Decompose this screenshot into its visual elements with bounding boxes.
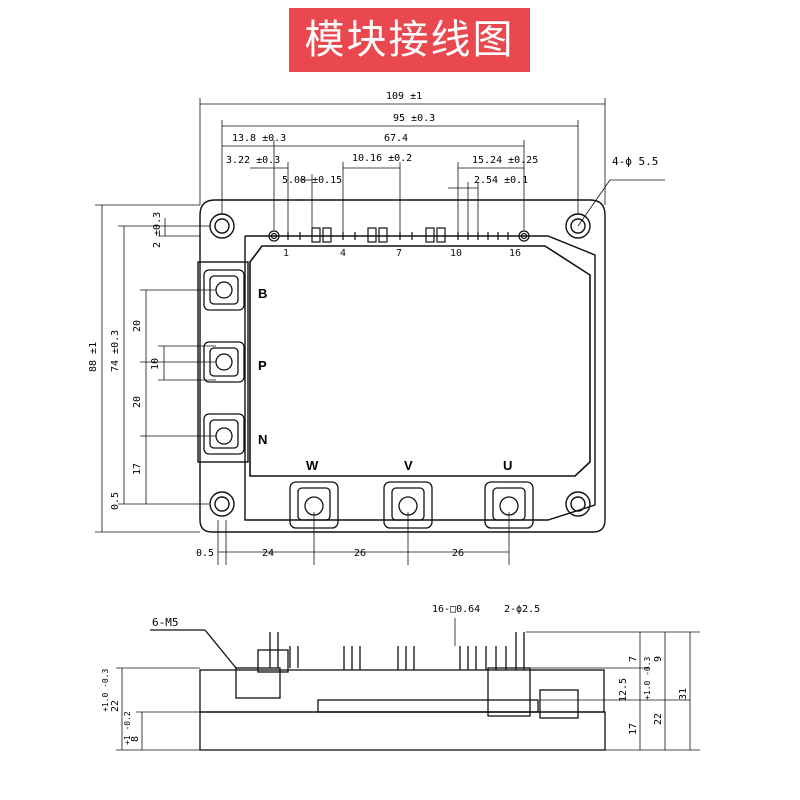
side-view <box>150 629 606 751</box>
side-dim-17: 17 <box>628 723 639 735</box>
dim-pin1-offset: 13.8 ±0.3 <box>232 133 286 144</box>
dim-inner-height: 74 ±0.3 <box>110 330 121 372</box>
signal-pins <box>268 227 530 243</box>
module-frame <box>244 235 596 521</box>
side-tol-22-left: +1.0 -0.3 <box>101 668 110 712</box>
terminal-label-u: U <box>503 458 512 473</box>
dim-overall-width: 109 ±1 <box>386 91 422 102</box>
dim-top-gap: 2 ±0.3 <box>152 212 163 248</box>
dim-pin1-x: 3.22 ±0.3 <box>226 155 280 166</box>
mount-hole-icon <box>209 491 235 517</box>
side-dim-7: 7 <box>628 656 639 662</box>
mount-hole-icon <box>565 491 591 517</box>
side-dim-22-right: 22 <box>653 713 664 725</box>
dim-pin-pitch-b: 2.54 ±0.1 <box>474 175 528 186</box>
dim-overall-height: 88 ±1 <box>88 342 99 372</box>
side-dim-12-5: 12.5 <box>618 678 629 702</box>
dim-mount-pitch: 95 ±0.3 <box>393 113 435 124</box>
dim-offset-05-v: 0.5 <box>110 492 121 510</box>
terminal-label-n: N <box>258 432 267 447</box>
side-dim-9: 9 <box>653 656 664 662</box>
side-pin2-label: 2-ϕ2.5 <box>504 604 540 615</box>
dim-pitch-26b: 26 <box>452 548 464 559</box>
side-pin-label: 16-□0.64 <box>432 604 480 615</box>
mounting-holes <box>209 213 591 517</box>
pin-number: 16 <box>509 248 521 259</box>
terminal-label-v: V <box>404 458 413 473</box>
pin-number: 10 <box>450 248 462 259</box>
side-dim-31: 31 <box>678 688 689 700</box>
side-screw-label: 6-M5 <box>152 616 179 629</box>
side-tol-22-right: +1.0 -0.3 <box>643 656 652 700</box>
side-dimensions <box>116 618 700 751</box>
terminal-label-w: W <box>306 458 319 473</box>
dim-pitch-24: 24 <box>262 548 274 559</box>
dim-pin-group2: 15.24 ±0.25 <box>472 155 538 166</box>
case-body <box>317 699 539 713</box>
dim-pitch-20a: 20 <box>132 320 143 332</box>
terminal-label-p: P <box>258 358 267 373</box>
module-outline <box>199 199 606 533</box>
dim-offset-05-h: 0.5 <box>196 548 214 559</box>
pin-number: 4 <box>340 248 346 259</box>
pin-number: 7 <box>396 248 402 259</box>
side-dim-22-left: 22 <box>110 700 121 712</box>
side-dim-8: 8 <box>130 736 141 742</box>
side-tol-8: +1 -0.2 <box>123 711 132 745</box>
dim-pin-pitch-a: 5.08 ±0.15 <box>282 175 342 186</box>
dim-pitch-26a: 26 <box>354 548 366 559</box>
bottom-terminals <box>289 481 534 529</box>
pin-number: 1 <box>283 248 289 259</box>
mount-hole-icon <box>209 213 235 239</box>
dim-pin-group: 10.16 ±0.2 <box>352 153 412 164</box>
dim-pin-span: 67.4 <box>384 133 408 144</box>
label-area <box>249 245 591 477</box>
dim-pitch-10: 10 <box>150 358 161 370</box>
diagram-title: 模块接线图 <box>289 8 530 72</box>
dim-hole-label: 4-ϕ 5.5 <box>612 155 658 168</box>
dim-pitch-20b: 20 <box>132 396 143 408</box>
top-view <box>197 199 606 533</box>
dim-pitch-17: 17 <box>132 463 143 475</box>
terminal-label-b: B <box>258 286 267 301</box>
